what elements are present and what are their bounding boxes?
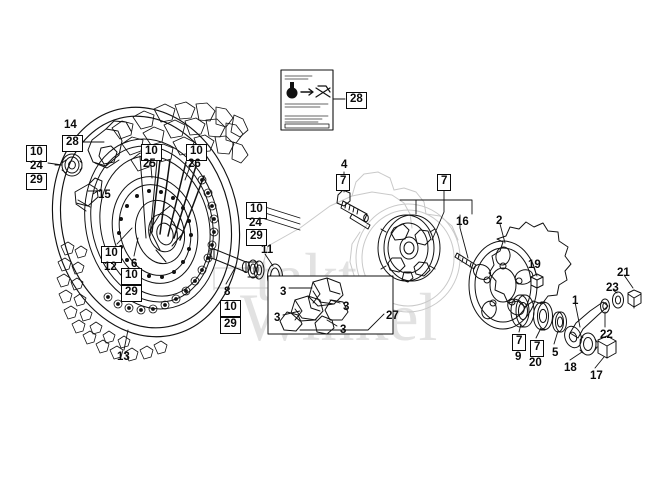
valve-stem-15 xyxy=(74,177,103,212)
callout-5: 5 xyxy=(552,347,559,359)
bearing-24-left xyxy=(61,153,83,177)
pin-left xyxy=(349,213,371,230)
ghost-swingarm xyxy=(213,171,461,313)
damper-box xyxy=(267,275,394,335)
spokes-thin xyxy=(139,149,159,239)
rim-nipples xyxy=(106,178,216,312)
collar-5 xyxy=(552,311,567,333)
axle-8 xyxy=(209,248,251,273)
callout-29-boxed: 29 xyxy=(121,285,142,302)
callout-26: 26 xyxy=(188,158,201,170)
callout-18: 18 xyxy=(564,362,577,374)
callout-10-boxed: 10 xyxy=(246,202,267,219)
callout-25: 25 xyxy=(143,158,156,170)
callout-15: 15 xyxy=(98,189,111,201)
callout-10-boxed: 10 xyxy=(101,246,122,263)
callout-19: 19 xyxy=(528,259,541,271)
decal-pictogram xyxy=(286,82,298,99)
callout-1: 1 xyxy=(572,295,579,307)
callout-12: 12 xyxy=(104,261,117,273)
callout-8: 8 xyxy=(224,286,231,298)
callout-7-boxed: 7 xyxy=(437,174,452,191)
callout-3: 3 xyxy=(280,286,287,298)
callout-3: 3 xyxy=(340,324,347,336)
collar-spacer xyxy=(247,259,265,280)
callout-14: 14 xyxy=(64,119,77,131)
callout-10-boxed: 10 xyxy=(26,145,47,162)
callout-10-boxed: 10 xyxy=(220,300,241,317)
callout-10-boxed: 10 xyxy=(141,144,162,161)
chain-adjuster-1 xyxy=(564,301,609,349)
leader-lines xyxy=(47,98,634,369)
rim-band-14 xyxy=(87,120,132,169)
callout-13: 13 xyxy=(117,351,130,363)
callout-7-boxed: 7 xyxy=(530,340,545,357)
callout-2: 2 xyxy=(496,215,503,227)
callout-9: 9 xyxy=(515,351,522,363)
driven-flange-hub xyxy=(377,214,441,283)
callout-7-boxed: 7 xyxy=(512,334,527,351)
callout-24: 24 xyxy=(30,160,43,172)
bracket-7-right xyxy=(415,199,473,215)
callout-29-boxed: 29 xyxy=(26,173,47,190)
cap-nut-17 xyxy=(597,335,617,359)
tire-tread-upper xyxy=(111,101,249,172)
callout-3: 3 xyxy=(343,301,350,313)
callout-10-boxed: 10 xyxy=(186,144,207,161)
stud-16 xyxy=(454,252,477,270)
damper-rubber-3 xyxy=(279,277,349,335)
callout-27: 27 xyxy=(386,310,399,322)
callout-11: 11 xyxy=(261,244,274,256)
callout-22: 22 xyxy=(600,329,613,341)
callout-29-boxed: 29 xyxy=(220,317,241,334)
nut-19 xyxy=(530,273,544,289)
tire-outline xyxy=(51,106,241,338)
callout-28-boxed: 28 xyxy=(62,135,83,152)
callout-7-boxed: 7 xyxy=(336,174,351,191)
caution-decal-28 xyxy=(280,69,334,131)
callout-4: 4 xyxy=(341,159,348,171)
callout-17: 17 xyxy=(590,370,603,382)
nut-23 xyxy=(612,291,624,309)
rim-nipple-rings xyxy=(103,175,219,315)
wheel-hub xyxy=(111,176,199,284)
callout-23: 23 xyxy=(606,282,619,294)
nut-18 xyxy=(579,332,598,356)
bearing-20 xyxy=(533,301,553,331)
callout-16: 16 xyxy=(456,216,469,228)
nut-21 xyxy=(627,289,642,309)
callout-20: 20 xyxy=(529,357,542,369)
callout-29-boxed: 29 xyxy=(246,229,267,246)
callout-10-boxed: 10 xyxy=(121,268,142,285)
callout-24: 24 xyxy=(249,217,262,229)
callout-6: 6 xyxy=(131,258,138,270)
callout-21: 21 xyxy=(617,267,630,279)
callout-3: 3 xyxy=(274,312,281,324)
tire-tread-lower xyxy=(56,241,168,362)
callout-28-boxed: 28 xyxy=(346,92,367,109)
